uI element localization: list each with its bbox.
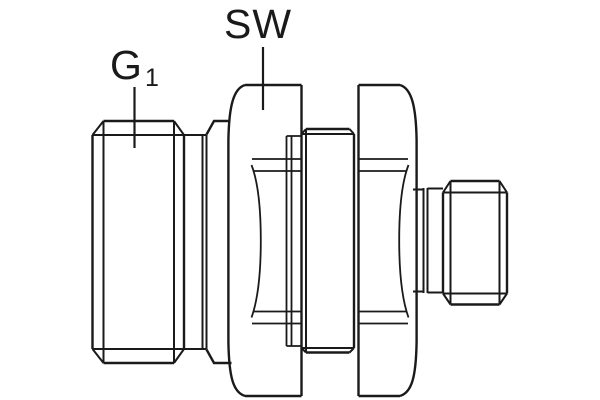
g1-thread-label-subscript: 1 xyxy=(145,64,159,92)
labels: G 1 SW xyxy=(110,1,292,92)
stud-neck-groove xyxy=(413,187,443,294)
washer-disc xyxy=(300,127,356,354)
fitting-linework xyxy=(91,83,509,398)
collar-flange xyxy=(205,119,232,365)
sw-wrench-label: SW xyxy=(224,1,292,47)
hex-locknut xyxy=(357,83,418,398)
g1-thread-body xyxy=(91,119,207,365)
neck-cylinder xyxy=(201,135,208,349)
g1-thread-label: G xyxy=(110,42,143,88)
nut-washer-face-ring xyxy=(285,135,302,347)
hex-body-nut xyxy=(227,83,303,398)
male-stud-thread xyxy=(441,179,509,306)
